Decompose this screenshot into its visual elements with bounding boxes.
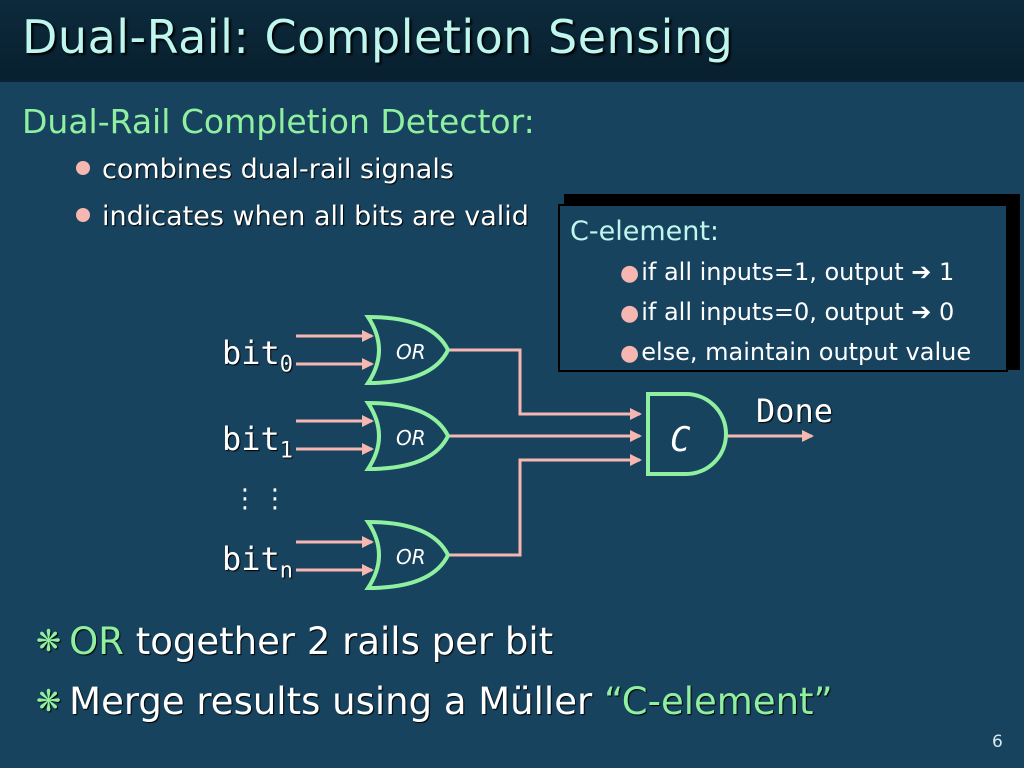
bit-label-n: bitn <box>222 540 294 584</box>
arrow-right-icon: ➔ <box>911 258 932 286</box>
or-output-wire <box>446 454 642 557</box>
bottom-bullet: ❋OR together 2 rails per bit <box>36 620 553 663</box>
or-gate-label: OR <box>396 340 426 364</box>
rule-text: if all inputs=1, output <box>641 258 912 286</box>
rule-text: if all inputs=0, output <box>641 298 912 326</box>
or-gate-label: OR <box>396 426 426 450</box>
sub-bullet: combines dual-rail signals <box>76 154 454 185</box>
rule-text: else, maintain output value <box>641 338 972 366</box>
bullet-highlight: “C-element” <box>603 680 833 723</box>
or-output-wire <box>446 348 642 420</box>
arrow-right-icon: ➔ <box>911 298 932 326</box>
bullet-text: Merge results using a Müller <box>69 680 604 723</box>
bottom-bullet: ❋Merge results using a Müller “C-element… <box>36 680 833 723</box>
bullet-dot-icon <box>76 207 90 222</box>
sub-bullet: indicates when all bits are valid <box>76 201 529 232</box>
or-gate-icon <box>364 314 451 386</box>
or-gate-icon <box>364 400 451 472</box>
title-bar <box>0 0 1024 82</box>
asterisk-bullet-icon: ❋ <box>36 684 62 719</box>
c-element-rule: ●else, maintain output value <box>620 338 971 366</box>
bullet-dot-icon: ● <box>620 341 640 366</box>
page-number: 6 <box>992 732 1003 752</box>
rule-value: 0 <box>931 298 955 326</box>
sub-bullet-text: combines dual-rail signals <box>102 154 454 185</box>
asterisk-bullet-icon: ❋ <box>36 624 62 659</box>
bullet-text: together 2 rails per bit <box>123 620 554 663</box>
c-element-box: C-element: ●if all inputs=1, output ➔ 1 … <box>558 204 1008 372</box>
c-element-rule: ●if all inputs=0, output ➔ 0 <box>620 298 954 326</box>
bit-label-1: bit1 <box>222 420 294 464</box>
c-element-rule: ●if all inputs=1, output ➔ 1 <box>620 258 954 286</box>
bullet-dot-icon: ● <box>620 261 640 286</box>
c-element-label: C <box>670 420 691 460</box>
slide-title: Dual-Rail: Completion Sensing <box>22 10 734 64</box>
section-heading: Dual-Rail Completion Detector: <box>22 102 535 141</box>
bit-label-0: bit0 <box>222 334 294 378</box>
bullet-dot-icon: ● <box>620 301 640 326</box>
bullet-dot-icon <box>76 160 90 175</box>
ellipsis-dots: ⋮⋮ <box>232 484 292 514</box>
rule-value: 1 <box>931 258 955 286</box>
or-gate-label: OR <box>396 545 426 569</box>
done-label: Done <box>756 392 834 430</box>
sub-bullet-text: indicates when all bits are valid <box>102 201 529 232</box>
or-gate-icon <box>364 519 451 591</box>
c-element-box-title: C-element: <box>570 216 720 247</box>
c-element-gate-icon <box>646 392 728 476</box>
bullet-highlight: OR <box>69 620 124 663</box>
